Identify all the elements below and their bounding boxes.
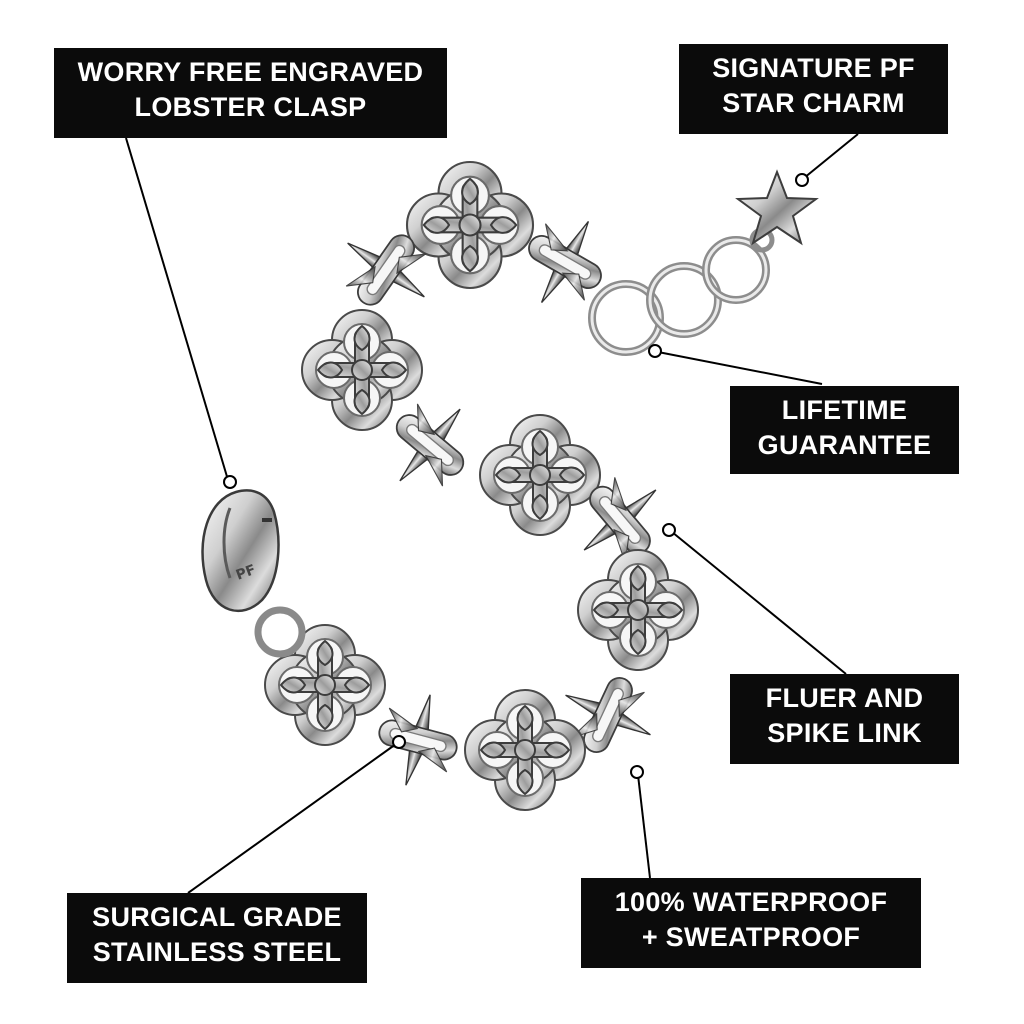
- label-line: SPIKE LINK: [767, 718, 922, 748]
- star-charm-icon: [735, 169, 819, 246]
- fleur-link: [301, 309, 423, 431]
- fleur-link: [264, 624, 386, 746]
- fleur-link: [577, 549, 699, 671]
- fleur-link: [464, 689, 586, 811]
- label-line: GUARANTEE: [757, 430, 932, 460]
- callout-lines: [125, 133, 859, 894]
- fleur-link: [405, 160, 535, 290]
- lobster-clasp-icon: PF: [201, 489, 306, 658]
- label-stainless-steel: SURGICAL GRADE STAINLESS STEEL: [67, 893, 367, 983]
- label-line: WORRY FREE ENGRAVED: [77, 57, 424, 87]
- jump-rings: [588, 227, 775, 356]
- bracelet-links: [264, 160, 699, 811]
- label-line: LOBSTER CLASP: [134, 92, 367, 122]
- label-fleur-spike-link: FLUER AND SPIKE LINK: [730, 674, 959, 764]
- spike-link: [366, 683, 470, 797]
- label-lifetime-guarantee: LIFETIME GUARANTEE: [730, 386, 959, 474]
- label-line: SIGNATURE PF: [712, 53, 915, 83]
- label-line: FLUER AND: [765, 683, 924, 713]
- label-waterproof: 100% WATERPROOF + SWEATPROOF: [581, 878, 921, 968]
- label-line: STAINLESS STEEL: [92, 937, 342, 967]
- label-line: SURGICAL GRADE: [92, 902, 342, 932]
- label-line: 100% WATERPROOF: [614, 887, 888, 917]
- label-line: STAR CHARM: [722, 88, 905, 118]
- label-line: + SWEATPROOF: [641, 922, 861, 952]
- clasp-engraving: PF: [234, 562, 258, 584]
- fleur-link: [479, 414, 601, 536]
- label-lobster-clasp: WORRY FREE ENGRAVED LOBSTER CLASP: [54, 48, 447, 138]
- label-line: LIFETIME: [781, 395, 908, 425]
- label-star-charm: SIGNATURE PF STAR CHARM: [679, 44, 948, 134]
